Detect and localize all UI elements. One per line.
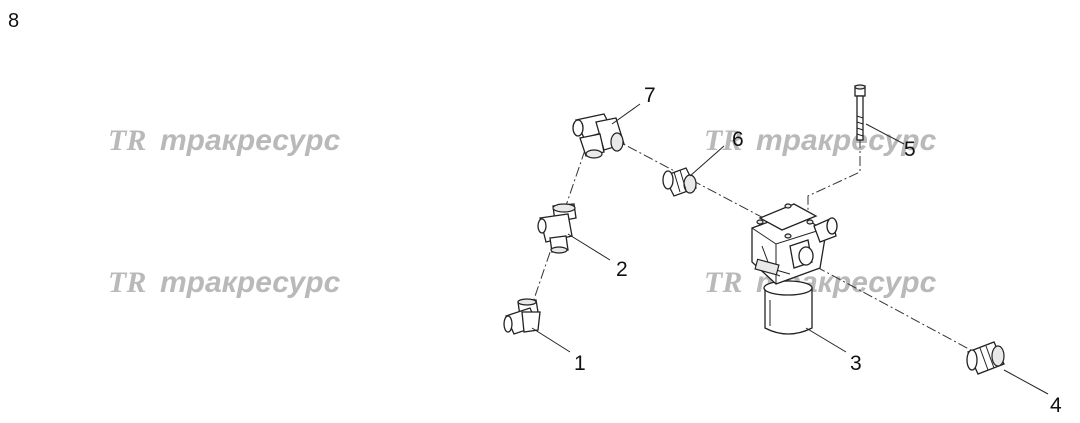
watermark-logo: TR bbox=[108, 266, 146, 299]
watermark-logo: TR bbox=[704, 124, 742, 157]
callout-5: 5 bbox=[904, 138, 916, 161]
watermark-logo: TR bbox=[704, 266, 742, 299]
axis-lower-diagonal bbox=[799, 257, 981, 356]
part-4-fitting bbox=[966, 341, 1005, 375]
leader-2 bbox=[567, 233, 611, 261]
watermark-text: тракресурс bbox=[160, 124, 341, 157]
callout-2: 2 bbox=[616, 258, 628, 281]
leader-4 bbox=[1003, 369, 1049, 395]
callout-6: 6 bbox=[732, 128, 744, 151]
leader-6 bbox=[689, 145, 725, 177]
part-3-filter-housing bbox=[751, 203, 838, 335]
callout-3: 3 bbox=[850, 352, 862, 375]
axis-bolt bbox=[807, 138, 861, 212]
leader-lines bbox=[531, 103, 1049, 395]
part-1-elbow-fitting bbox=[503, 298, 541, 335]
part-7-tee-fitting bbox=[572, 113, 625, 159]
watermark-text: тракресурс bbox=[160, 266, 341, 299]
callout-numbers: 7 6 5 2 1 3 4 bbox=[574, 84, 1062, 417]
watermark-top-right: TR тракресурс bbox=[704, 124, 937, 157]
callout-4: 4 bbox=[1050, 394, 1062, 417]
callout-7: 7 bbox=[644, 84, 656, 107]
part-6-adapter bbox=[662, 167, 697, 197]
part-2-straight-fitting bbox=[537, 203, 577, 254]
page-number: 8 bbox=[8, 10, 20, 32]
part-5-bolt bbox=[854, 84, 866, 141]
leader-5 bbox=[865, 123, 905, 145]
leader-1 bbox=[531, 327, 571, 353]
watermark-text: тракресурс bbox=[756, 124, 937, 157]
callout-1: 1 bbox=[574, 352, 586, 375]
watermark-bottom-left: TR тракресурс bbox=[108, 266, 341, 299]
watermark-bottom-right: TR тракресурс bbox=[704, 266, 937, 299]
axis-upper-diagonal bbox=[611, 137, 791, 233]
leader-7 bbox=[611, 103, 641, 125]
watermark-logo: TR bbox=[108, 124, 146, 157]
leader-3 bbox=[805, 327, 847, 353]
watermark-top-left: TR тракресурс bbox=[108, 124, 341, 157]
